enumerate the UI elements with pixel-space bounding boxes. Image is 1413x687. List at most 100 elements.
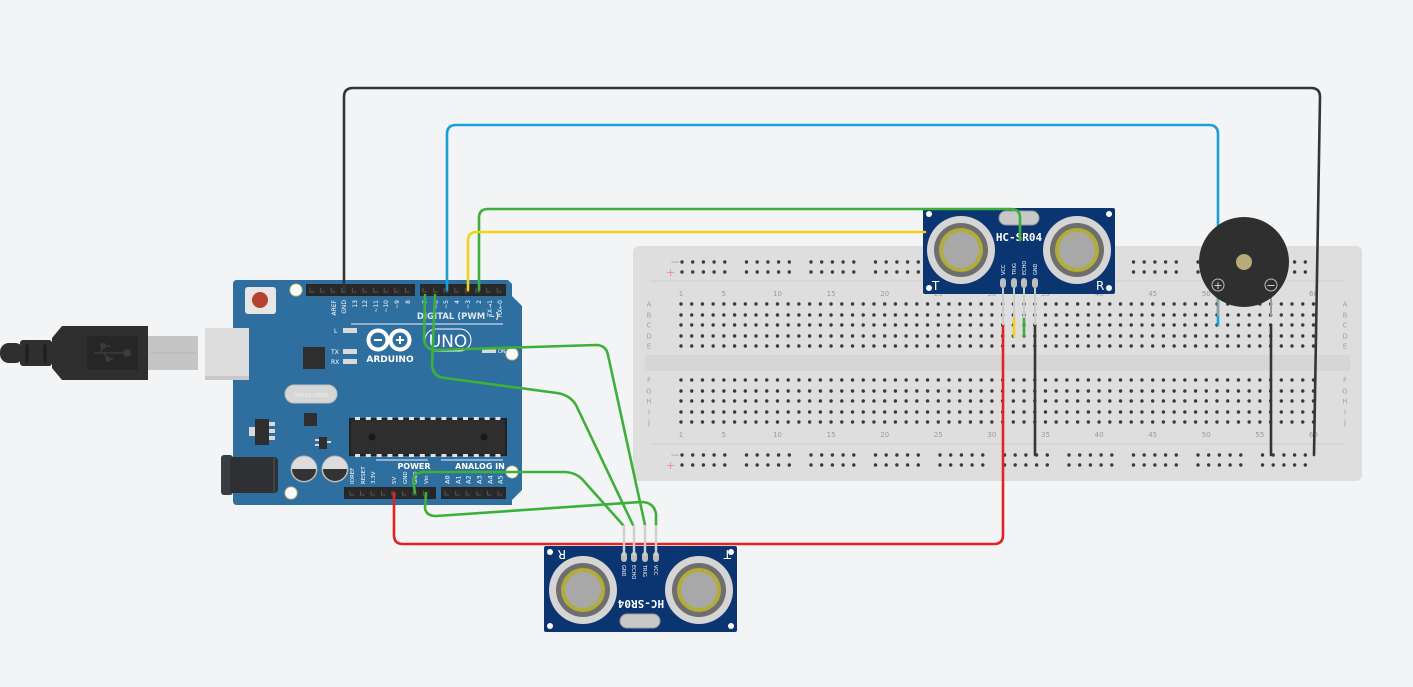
breadboard-hole[interactable] <box>1129 389 1133 393</box>
breadboard-hole[interactable] <box>1022 344 1026 348</box>
rail-hole[interactable] <box>830 453 835 457</box>
breadboard-hole[interactable] <box>743 344 748 348</box>
breadboard-hole[interactable] <box>1215 334 1219 338</box>
breadboard-hole[interactable] <box>840 313 844 317</box>
breadboard-hole[interactable] <box>679 378 683 382</box>
sensor-pin[interactable] <box>1032 278 1038 288</box>
breadboard-hole[interactable] <box>904 313 908 317</box>
breadboard-hole[interactable] <box>861 420 865 424</box>
breadboard-hole[interactable] <box>1204 302 1208 306</box>
breadboard-hole[interactable] <box>1236 313 1241 317</box>
breadboard-hole[interactable] <box>1172 313 1176 317</box>
breadboard-hole[interactable] <box>829 344 833 348</box>
breadboard-hole[interactable] <box>679 389 683 393</box>
breadboard-hole[interactable] <box>1172 420 1176 424</box>
breadboard-hole[interactable] <box>1258 399 1262 403</box>
rail-hole[interactable] <box>1131 453 1136 457</box>
breadboard-hole[interactable] <box>765 378 769 382</box>
breadboard-hole[interactable] <box>1075 334 1080 338</box>
breadboard-hole[interactable] <box>1054 334 1058 338</box>
breadboard-hole[interactable] <box>850 420 855 424</box>
rail-hole[interactable] <box>1034 463 1039 467</box>
rail-hole[interactable] <box>1024 463 1028 467</box>
breadboard-hole[interactable] <box>1097 420 1101 424</box>
breadboard-hole[interactable] <box>1043 399 1048 403</box>
breadboard-hole[interactable] <box>1161 302 1166 306</box>
breadboard-hole[interactable] <box>968 313 973 317</box>
rail-hole[interactable] <box>1207 453 1211 457</box>
breadboard-hole[interactable] <box>722 323 726 327</box>
breadboard-hole[interactable] <box>829 323 833 327</box>
breadboard-hole[interactable] <box>1129 334 1133 338</box>
breadboard-hole[interactable] <box>700 313 705 317</box>
breadboard-hole[interactable] <box>904 334 908 338</box>
breadboard-hole[interactable] <box>936 323 940 327</box>
breadboard-hole[interactable] <box>1075 302 1080 306</box>
rail-hole[interactable] <box>873 463 878 467</box>
breadboard-hole[interactable] <box>1022 399 1026 403</box>
breadboard-hole[interactable] <box>1108 313 1112 317</box>
breadboard-hole[interactable] <box>1301 334 1305 338</box>
breadboard-hole[interactable] <box>947 334 951 338</box>
breadboard-hole[interactable] <box>882 420 887 424</box>
breadboard-hole[interactable] <box>1150 410 1155 414</box>
breadboard-hole[interactable] <box>840 399 844 403</box>
rail-hole[interactable] <box>744 260 749 264</box>
breadboard-hole[interactable] <box>904 399 908 403</box>
breadboard-hole[interactable] <box>765 420 769 424</box>
rail-hole[interactable] <box>905 463 910 467</box>
header-pin[interactable] <box>328 285 339 295</box>
breadboard-hole[interactable] <box>1065 302 1069 306</box>
breadboard-hole[interactable] <box>936 378 940 382</box>
breadboard-hole[interactable] <box>1290 323 1294 327</box>
breadboard-hole[interactable] <box>850 313 855 317</box>
breadboard-hole[interactable] <box>1011 420 1016 424</box>
rail-hole[interactable] <box>766 270 770 274</box>
breadboard-hole[interactable] <box>979 399 983 403</box>
wire-gnd-green[interactable] <box>411 470 625 527</box>
rail-hole[interactable] <box>766 453 770 457</box>
breadboard-hole[interactable] <box>882 302 887 306</box>
breadboard-hole[interactable] <box>1279 302 1284 306</box>
breadboard-hole[interactable] <box>1161 344 1166 348</box>
rail-hole[interactable] <box>776 463 781 467</box>
rail-hole[interactable] <box>895 453 899 457</box>
breadboard-hole[interactable] <box>1150 323 1155 327</box>
rail-hole[interactable] <box>766 260 770 264</box>
breadboard-hole[interactable] <box>1258 389 1262 393</box>
breadboard-hole[interactable] <box>925 420 930 424</box>
breadboard-hole[interactable] <box>1043 323 1048 327</box>
breadboard-hole[interactable] <box>711 302 715 306</box>
breadboard-hole[interactable] <box>797 323 801 327</box>
header-pin[interactable] <box>399 488 410 498</box>
breadboard-hole[interactable] <box>765 313 769 317</box>
breadboard-hole[interactable] <box>968 378 973 382</box>
breadboard-hole[interactable] <box>1204 323 1208 327</box>
sensor-pin[interactable] <box>621 552 627 562</box>
rail-hole[interactable] <box>1271 453 1275 457</box>
breadboard-hole[interactable] <box>818 420 823 424</box>
rail-hole[interactable] <box>712 260 716 264</box>
breadboard-hole[interactable] <box>818 313 823 317</box>
breadboard-hole[interactable] <box>1108 302 1112 306</box>
breadboard-hole[interactable] <box>861 399 865 403</box>
breadboard-hole[interactable] <box>861 410 865 414</box>
breadboard-hole[interactable] <box>1097 334 1101 338</box>
breadboard-hole[interactable] <box>1086 389 1091 393</box>
breadboard-hole[interactable] <box>1129 323 1133 327</box>
rail-hole[interactable] <box>1292 270 1297 274</box>
rail-hole[interactable] <box>916 270 920 274</box>
breadboard-hole[interactable] <box>861 389 865 393</box>
breadboard-hole[interactable] <box>807 323 812 327</box>
rail-hole[interactable] <box>1174 270 1179 274</box>
breadboard-hole[interactable] <box>1204 420 1208 424</box>
breadboard-hole[interactable] <box>1054 344 1058 348</box>
rail-hole[interactable] <box>895 270 899 274</box>
breadboard-hole[interactable] <box>1226 334 1230 338</box>
rail-hole[interactable] <box>712 463 716 467</box>
breadboard-hole[interactable] <box>1108 389 1112 393</box>
breadboard-hole[interactable] <box>775 302 780 306</box>
breadboard-hole[interactable] <box>1086 323 1091 327</box>
rail-hole[interactable] <box>1271 463 1275 467</box>
